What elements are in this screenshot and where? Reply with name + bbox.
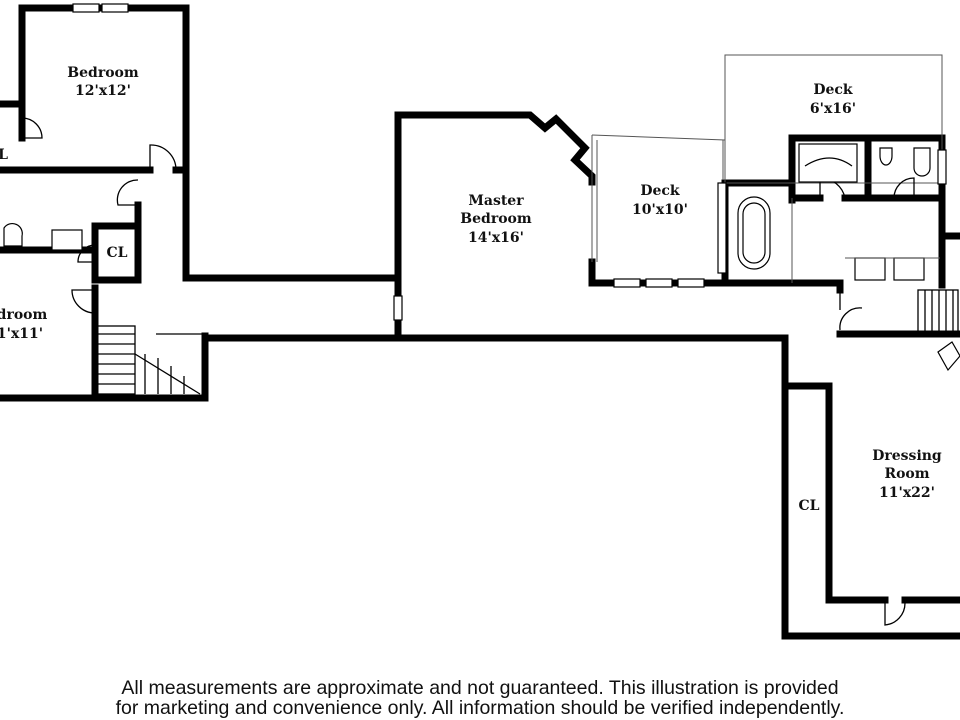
dressing-room-line2: Room <box>884 466 929 482</box>
deck-large-name: Deck <box>813 82 853 98</box>
closet-dressing-label: CL <box>799 498 820 514</box>
closet-center-label: CL <box>107 245 128 261</box>
deck-outlines <box>591 54 943 283</box>
bedroom-left-size: 1'x11' <box>0 326 43 342</box>
bedroom-top-name: Bedroom <box>67 65 139 81</box>
dressing-room-size: 11'x22' <box>879 485 935 501</box>
bedroom-top-size: 12'x12' <box>75 83 131 99</box>
sink-icon <box>854 257 886 281</box>
windows <box>72 3 947 321</box>
deck-large-size: 6'x16' <box>810 101 856 117</box>
disclaimer-line2: for marketing and convenience only. All … <box>115 697 845 719</box>
sink-icon-2 <box>893 257 925 281</box>
toilet-icon <box>879 147 893 166</box>
sink-icon-left <box>51 229 83 251</box>
deck-small-size: 10'x10' <box>632 202 688 218</box>
master-bedroom-line2: Bedroom <box>460 211 532 227</box>
bedroom-left-name: droom <box>0 307 48 323</box>
doors <box>21 117 915 626</box>
stairs <box>96 289 959 395</box>
dressing-room-line1: Dressing <box>872 448 942 464</box>
master-bedroom-size: 14'x16' <box>468 230 524 246</box>
walls <box>0 4 960 640</box>
deck-small-name: Deck <box>640 183 680 199</box>
closet-left-label: L <box>0 147 8 163</box>
room-labels: Bedroom 12'x12' L CL droom 1'x11' Master… <box>0 65 942 514</box>
master-bedroom-line1: Master <box>468 193 524 209</box>
toilet-icon-left <box>3 222 23 247</box>
disclaimer-line1: All measurements are approximate and not… <box>121 677 839 699</box>
bath-fixtures <box>3 143 960 372</box>
toilet-icon-2 <box>913 147 931 177</box>
fixture-corner-icon <box>937 341 960 372</box>
